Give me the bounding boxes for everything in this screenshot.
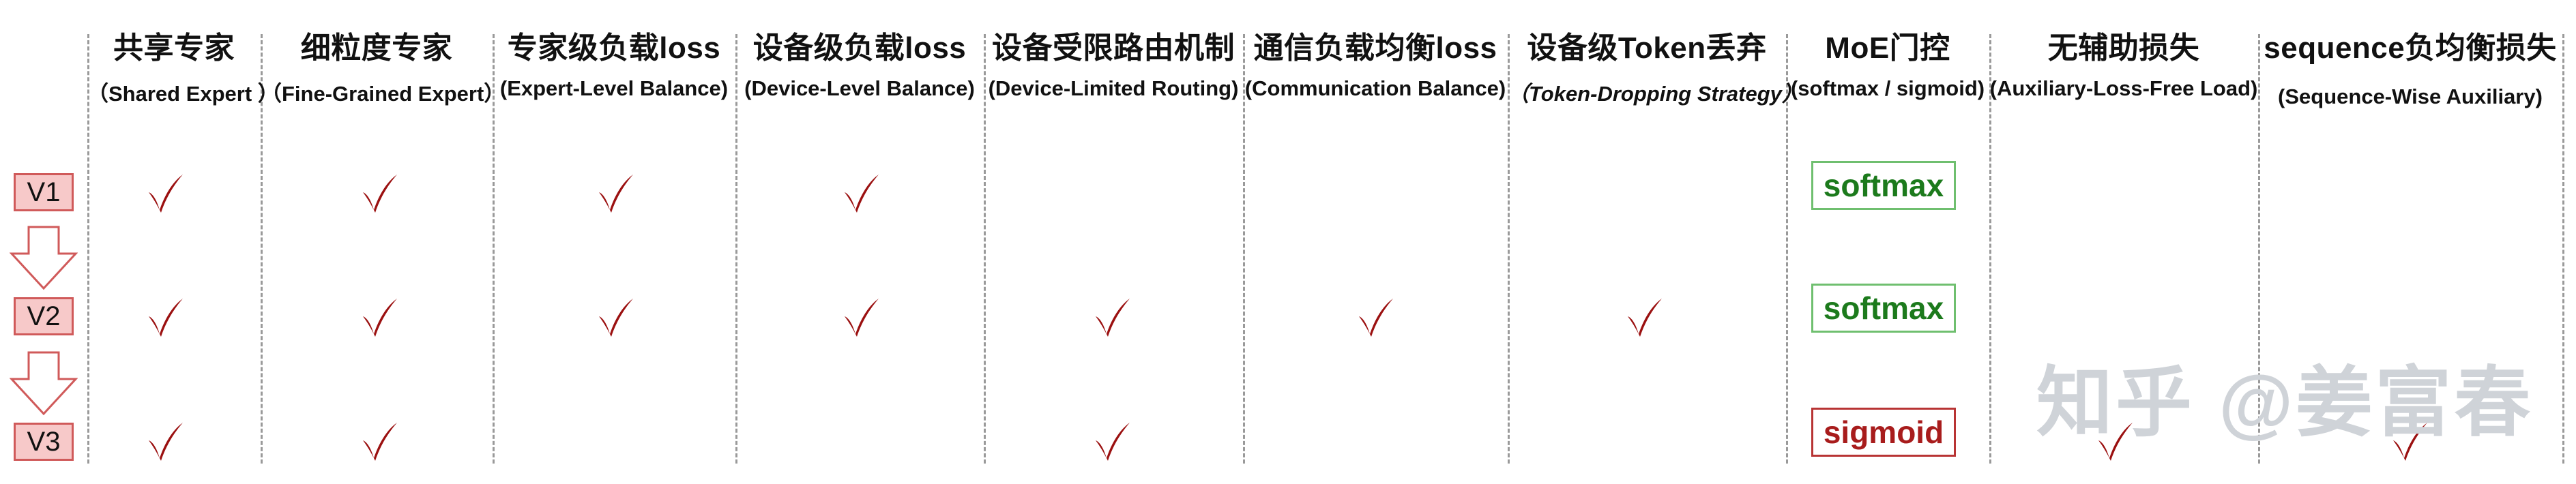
column-separator [984, 34, 986, 464]
column-separator [2258, 34, 2260, 464]
down-arrow-icon [10, 351, 78, 416]
checkmark-icon [599, 175, 633, 213]
column-subtitle-expert-level-loss: (Expert-Level Balance) [499, 76, 729, 100]
column-subtitle-moe-gate: (softmax / sigmoid) [1790, 76, 1985, 100]
column-separator [261, 34, 263, 464]
column-title-moe-gate: MoE门控 [1825, 31, 1950, 65]
checkmark-icon [2393, 423, 2427, 461]
checkmark-icon [149, 175, 183, 213]
version-label-v3: V3 [14, 423, 74, 461]
watermark: 知乎 @姜富春 [2036, 360, 2534, 445]
checkmark-icon [1096, 423, 1130, 461]
checkmark-icon [1359, 299, 1393, 337]
column-subtitle-communication-balance: (Communication Balance) [1244, 76, 1506, 100]
column-title-token-dropping: 设备级Token丢弃 [1527, 31, 1767, 65]
column-separator [87, 34, 89, 464]
gate-box-v1: softmax [1811, 161, 1956, 210]
gate-box-v2: softmax [1811, 284, 1956, 333]
column-separator [735, 34, 737, 464]
column-subtitle-token-dropping: （Token-Dropping Strategy） [1508, 82, 1803, 106]
column-title-communication-balance: 通信负载均衡loss [1253, 31, 1497, 65]
checkmark-icon [845, 299, 879, 337]
down-arrow-icon [10, 226, 78, 290]
column-title-device-limited-routing: 设备受限路由机制 [992, 31, 1235, 65]
checkmark-icon [363, 299, 397, 337]
column-subtitle-aux-loss-free: (Auxiliary-Loss-Free Load) [1989, 76, 2258, 100]
column-separator [1243, 34, 1245, 464]
checkmark-icon [149, 299, 183, 337]
column-separator [1508, 34, 1510, 464]
version-label-v2: V2 [14, 297, 74, 335]
checkmark-icon [1096, 299, 1130, 337]
column-subtitle-fine-grained-expert: （Fine-Grained Expert） [261, 82, 506, 106]
column-title-sequence-wise-loss: sequence负均衡损失 [2264, 31, 2557, 65]
column-separator [1989, 34, 1991, 464]
checkmark-icon [149, 423, 183, 461]
column-title-fine-grained-expert: 细粒度专家 [300, 31, 453, 65]
column-subtitle-device-limited-routing: (Device-Limited Routing) [988, 76, 1239, 100]
column-title-expert-level-loss: 专家级负载loss [507, 31, 721, 65]
column-separator [493, 34, 495, 464]
column-title-shared-expert: 共享专家 [113, 31, 235, 65]
column-title-aux-loss-free: 无辅助损失 [2047, 31, 2200, 65]
column-subtitle-sequence-wise-loss: (Sequence-Wise Auxiliary) [2278, 85, 2543, 108]
checkmark-icon [363, 175, 397, 213]
column-subtitle-shared-expert: （Shared Expert ） [87, 82, 279, 106]
column-separator [2562, 34, 2564, 464]
column-title-device-level-loss: 设备级负载loss [752, 31, 967, 65]
checkmark-icon [845, 175, 879, 213]
column-separator [1786, 34, 1788, 464]
checkmark-icon [599, 299, 633, 337]
gate-box-v3: sigmoid [1811, 408, 1956, 457]
checkmark-icon [363, 423, 397, 461]
checkmark-icon [1628, 299, 1662, 337]
checkmark-icon [2098, 423, 2133, 461]
version-label-v1: V1 [14, 173, 74, 211]
column-subtitle-device-level-loss: (Device-Level Balance) [744, 76, 975, 100]
